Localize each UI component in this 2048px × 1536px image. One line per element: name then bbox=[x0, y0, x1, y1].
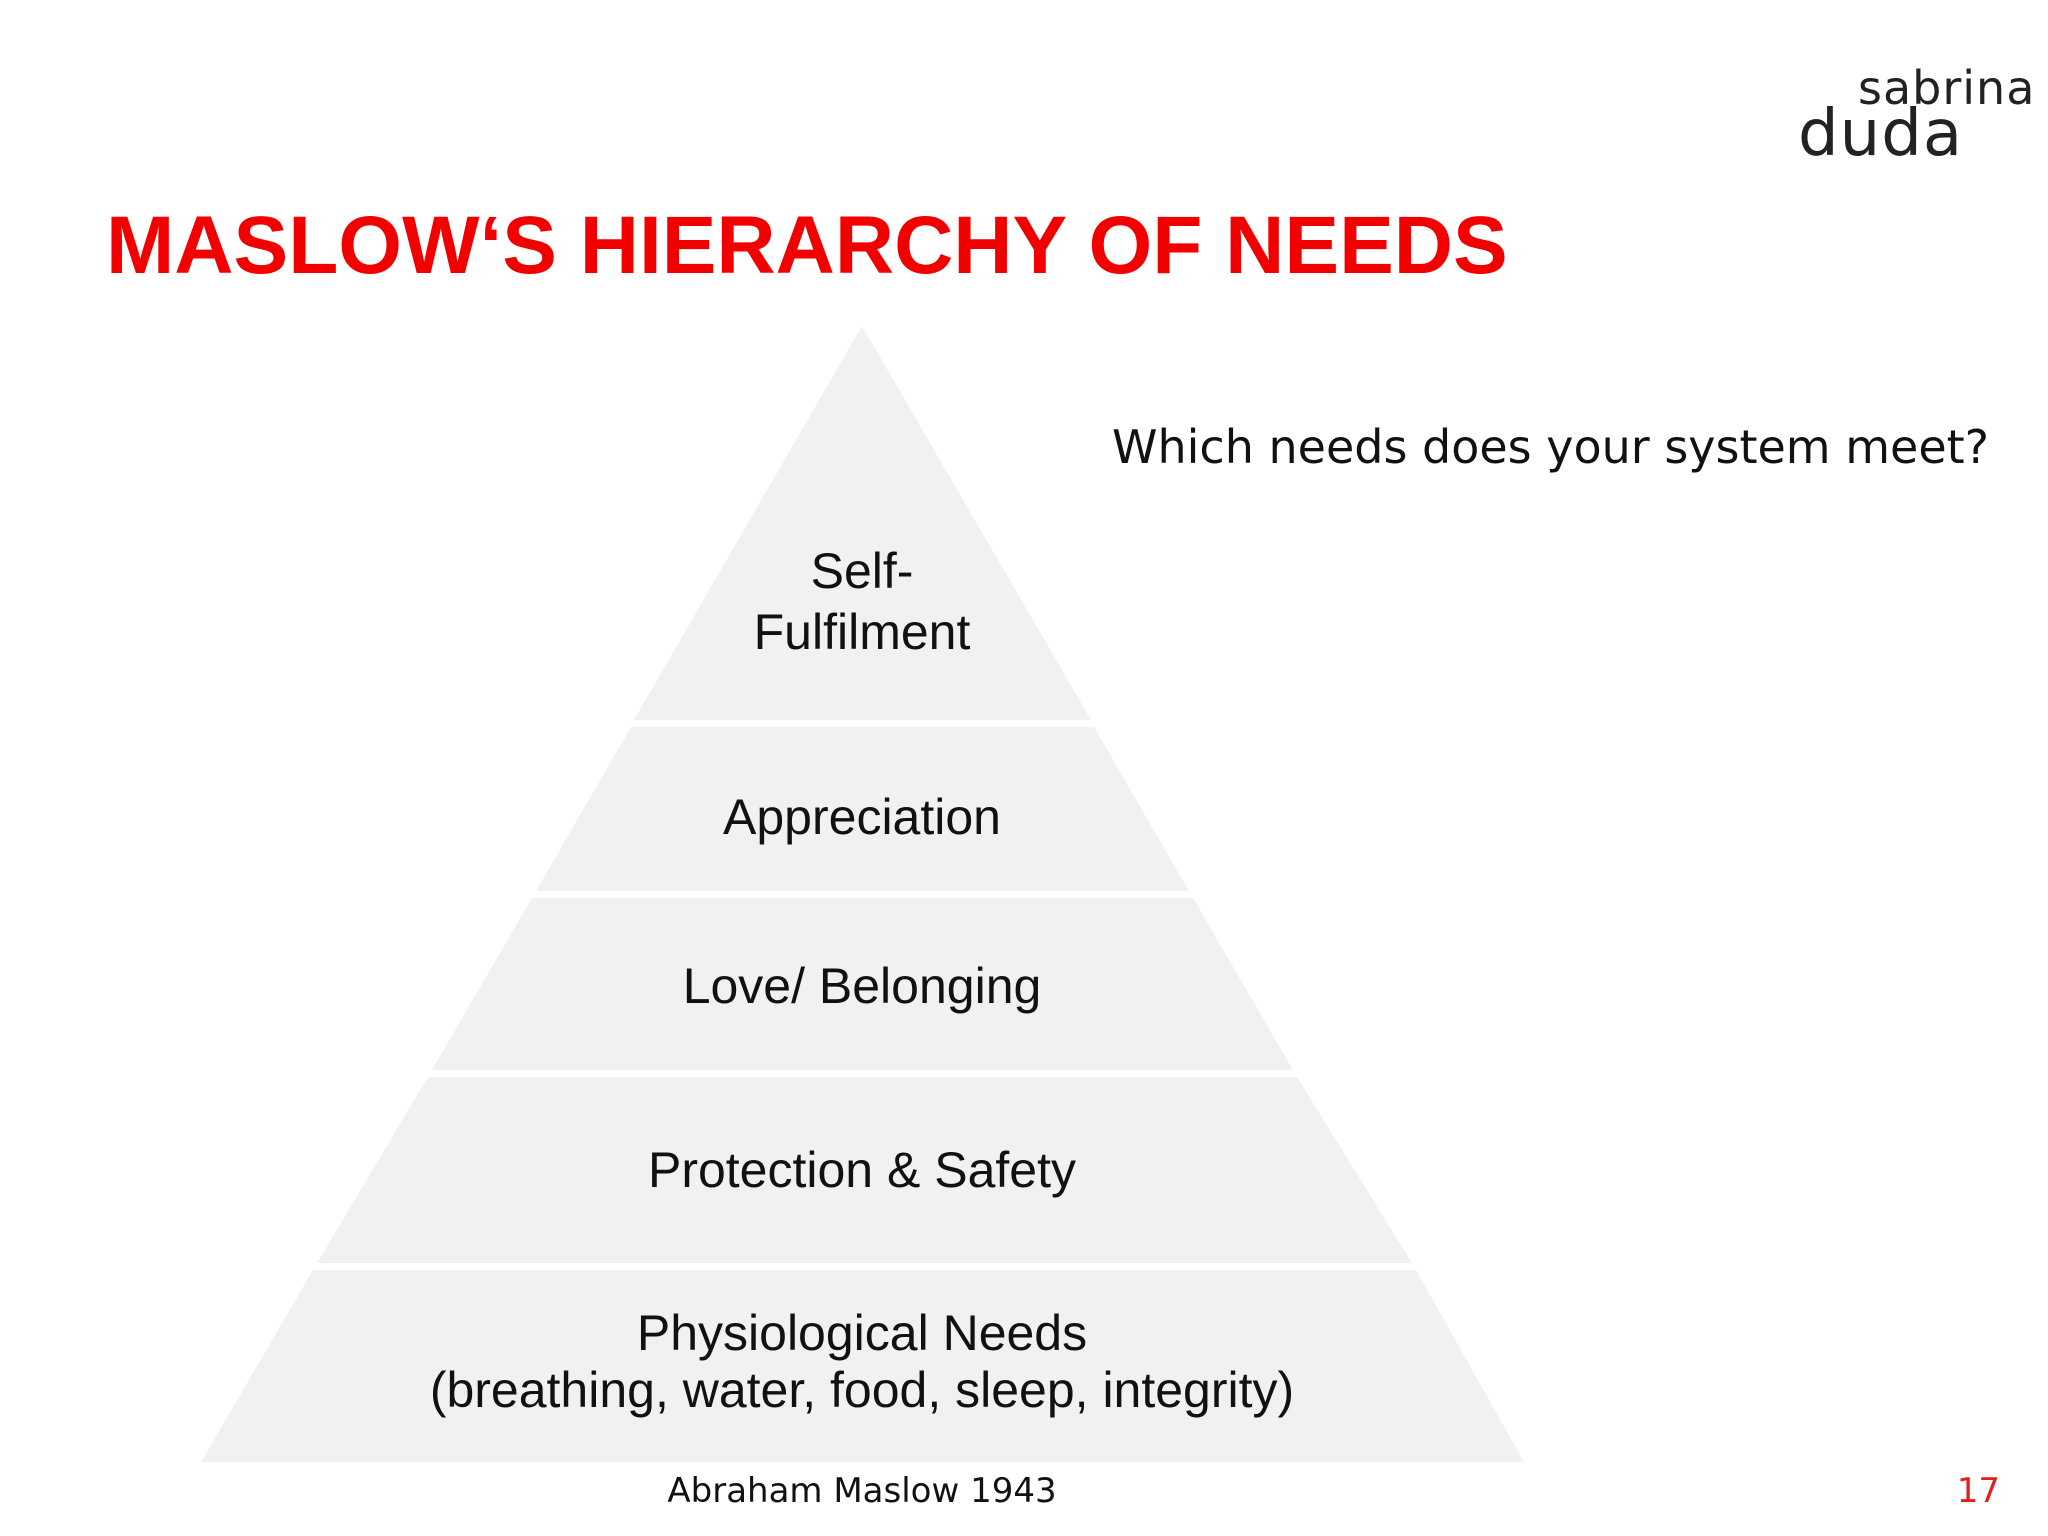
pyramid-tier-protection-safety bbox=[317, 1077, 1412, 1263]
logo-text-duda: duda bbox=[1798, 97, 1964, 171]
logo-text-sabrina: sabrina bbox=[1858, 61, 2036, 115]
slide-title: MASLOW‘S HIERARCHY OF NEEDS bbox=[106, 200, 1508, 291]
pyramid-tier-love-belonging bbox=[432, 898, 1293, 1070]
source-caption: Abraham Maslow 1943 bbox=[667, 1471, 1057, 1511]
tier-label-physiological-needs: Physiological Needs bbox=[636, 1305, 1088, 1361]
tier-label-physiological-details: (breathing, water, food, sleep, integrit… bbox=[429, 1362, 1295, 1418]
pyramid-tier-appreciation bbox=[536, 727, 1189, 891]
question-text: Which needs does your system meet? bbox=[1112, 420, 1990, 474]
tier-label-protection-safety: Protection & Safety bbox=[647, 1142, 1076, 1198]
tier-label-self-fulfilment-line1: Self- bbox=[810, 543, 914, 599]
brand-logo: sabrina duda bbox=[1790, 60, 2034, 171]
tier-label-self-fulfilment-line2: Fulfilment bbox=[753, 604, 971, 660]
pyramid-tier-physiological-needs bbox=[201, 1270, 1524, 1462]
page-number: 17 bbox=[1956, 1471, 2000, 1511]
pyramid-tier-self-fulfilment bbox=[634, 326, 1091, 720]
tier-label-appreciation: Appreciation bbox=[723, 789, 1001, 845]
tier-label-love-belonging: Love/ Belonging bbox=[682, 958, 1042, 1014]
